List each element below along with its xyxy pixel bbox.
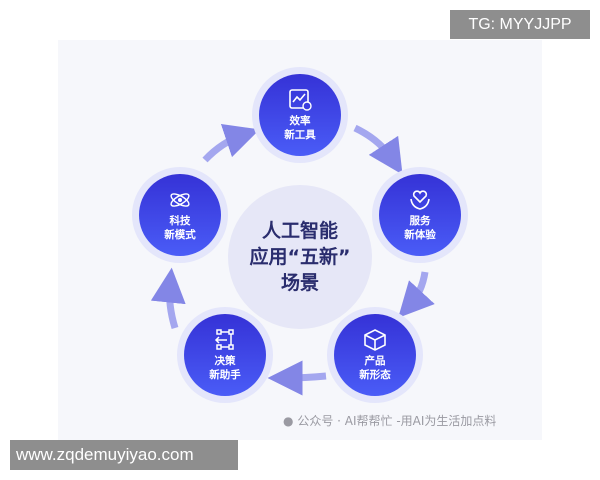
center-line-3: 场景 (280, 272, 319, 294)
arrow-3 (267, 360, 327, 396)
center-title: 人工智能 应用“五新” 场景 (228, 185, 372, 329)
center-line-2: 应用“五新” (249, 246, 351, 268)
node-efficiency: 效率新工具 (252, 67, 348, 163)
tg-overlay-label: TG: MYYJJPP (450, 10, 590, 39)
node-label: 产品 (364, 354, 386, 367)
arrow-5 (202, 123, 260, 163)
center-line-1: 人工智能 (261, 220, 338, 242)
wechat-icon: ● (283, 414, 294, 428)
watermark-text: 公众号 · AI帮帮忙 -用AI为生活加点料 (297, 414, 497, 428)
node-label: 科技 (169, 214, 191, 227)
node-product: 产品新形态 (327, 307, 423, 403)
node-label: 新体验 (404, 228, 436, 241)
atom-icon (170, 192, 190, 207)
node-label: 新模式 (164, 228, 196, 241)
node-label: 新工具 (284, 128, 316, 141)
cube-icon (364, 328, 386, 351)
watermark: ● 公众号 · AI帮帮忙 -用AI为生活加点料 (283, 412, 496, 429)
node-decision: 决策新助手 (177, 307, 273, 403)
heart-hands-icon (410, 189, 430, 210)
node-label: 服务 (409, 214, 431, 227)
arrow-4 (150, 267, 186, 330)
flow-nodes-icon (214, 328, 234, 350)
node-technology: 科技新模式 (132, 167, 228, 263)
arrow-2 (398, 271, 435, 318)
node-label: 新形态 (359, 368, 391, 381)
node-label: 决策 (214, 354, 236, 367)
node-service: 服务新体验 (372, 167, 468, 263)
url-overlay-label: www.zqdemuyiyao.com (10, 440, 238, 470)
arrow-1 (353, 124, 403, 175)
node-label: 效率 (289, 114, 311, 127)
node-label: 新助手 (209, 368, 241, 381)
chart-check-icon (289, 88, 312, 111)
